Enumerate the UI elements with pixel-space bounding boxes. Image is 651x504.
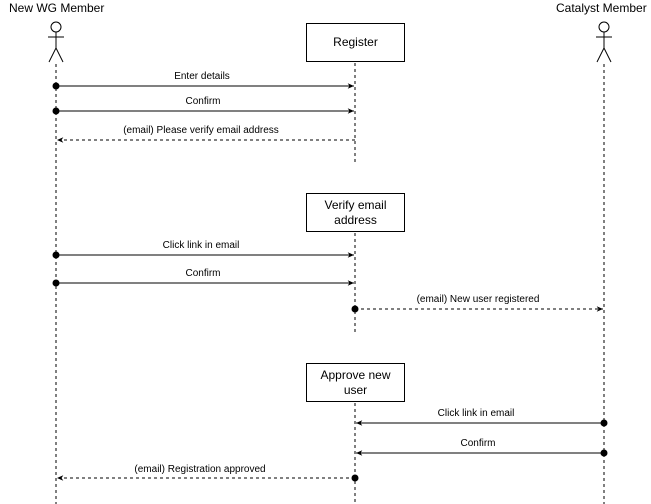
message-label: Click link in email	[161, 240, 241, 251]
activity-label: Approve new user	[320, 367, 391, 397]
stick-figure-icon	[596, 21, 612, 63]
actor-label-new-wg-member: New WG Member	[9, 1, 105, 15]
activity-box-approve-new-user: Approve new user	[306, 363, 405, 402]
activity-box-verify-email-address: Verify email address	[306, 193, 405, 232]
message-arrow	[52, 279, 354, 287]
message-label: Confirm	[184, 96, 222, 107]
message-arrow	[356, 419, 608, 427]
message-label: (email) Please verify email address	[122, 125, 280, 136]
message-label: (email) New user registered	[415, 294, 541, 305]
stick-figure-icon	[48, 21, 64, 63]
message-arrow	[356, 449, 608, 457]
message-arrow	[52, 107, 354, 115]
activity-label: Register	[333, 35, 378, 49]
message-label: Enter details	[173, 71, 231, 82]
message-arrow	[52, 82, 354, 90]
activity-label: Verify email address	[324, 197, 387, 227]
actor-label-catalyst-member: Catalyst Member	[556, 1, 647, 15]
message-label: (email) Registration approved	[133, 464, 267, 475]
activity-box-register: Register	[306, 23, 405, 62]
message-label: Confirm	[184, 268, 222, 279]
message-arrow	[57, 474, 359, 482]
message-arrow	[351, 305, 603, 313]
message-label: Confirm	[459, 438, 497, 449]
message-label: Click link in email	[436, 408, 516, 419]
message-arrow	[52, 251, 354, 259]
